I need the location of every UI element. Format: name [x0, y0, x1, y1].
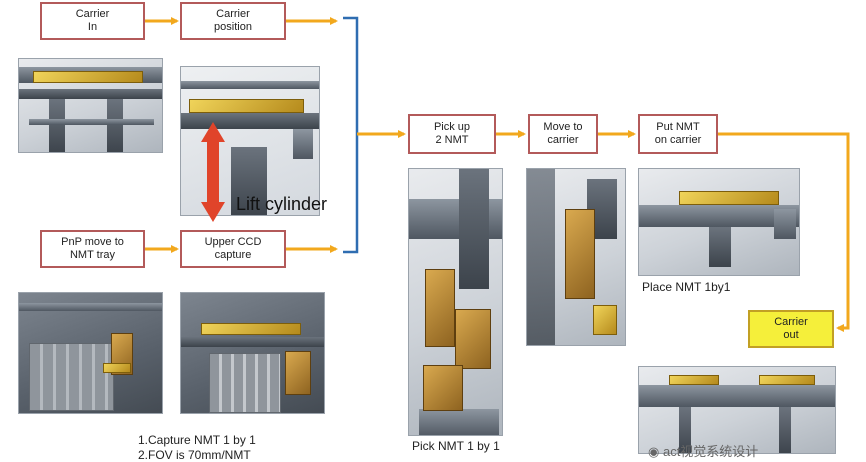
- carrier-out-box: Carrier out: [748, 310, 834, 348]
- watermark: ◉ act视觉系统设计: [648, 441, 758, 460]
- upper-ccd-box: Upper CCD capture: [180, 230, 286, 268]
- carrier-out-image: [638, 366, 836, 454]
- merge-bracket: [343, 16, 359, 254]
- ccd-capture-image: [180, 292, 325, 414]
- pnp-move-box: PnP move to NMT tray: [40, 230, 145, 268]
- carrier-conveyor-image: [18, 58, 163, 153]
- pick-nmt-caption: Pick NMT 1 by 1: [412, 439, 500, 453]
- move-to-carrier-image: [526, 168, 626, 346]
- lift-cylinder-label: Lift cylinder: [236, 194, 328, 214]
- carrier-in-box: Carrier In: [40, 2, 145, 40]
- lift-cylinder-arrow: [201, 122, 225, 222]
- place-nmt-caption: Place NMT 1by1: [642, 280, 731, 294]
- nmt-tray-image: [18, 292, 163, 414]
- pick-up-box: Pick up 2 NMT: [408, 114, 496, 154]
- wechat-icon: ◉: [648, 444, 660, 459]
- watermark-text: act视觉系统设计: [662, 444, 759, 459]
- carrier-position-box: Carrier position: [180, 2, 286, 40]
- put-nmt-box: Put NMT on carrier: [638, 114, 718, 154]
- place-nmt-image: [638, 168, 800, 276]
- pick-nmt-image: [408, 168, 503, 436]
- arrow-put-to-carrier-out: [718, 132, 850, 332]
- capture-caption-line1: 1.Capture NMT 1 by 1: [138, 433, 256, 447]
- move-to-carrier-box: Move to carrier: [528, 114, 598, 154]
